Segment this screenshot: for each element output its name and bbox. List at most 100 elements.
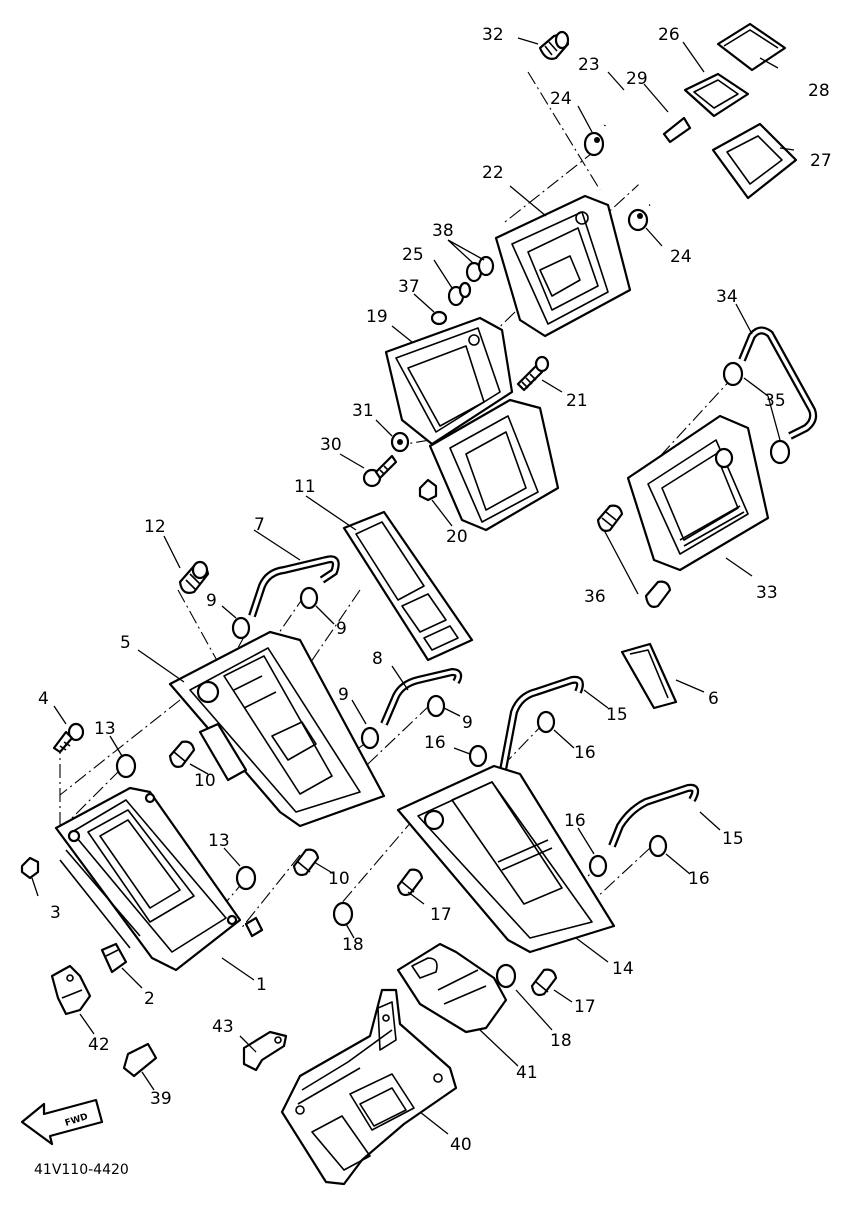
callout-15-bottom: 15 [722,829,744,849]
washer-37 [430,310,448,326]
lens-28 [716,22,787,72]
grommet-13-bottom [235,865,257,891]
bolt-4 [52,722,85,754]
socket-35-bottom [769,439,791,465]
cover-20-panel [428,398,560,532]
callout-10-top: 10 [194,771,216,791]
callout-14: 14 [612,959,634,979]
callout-17-right: 17 [574,997,596,1017]
callout-18-left: 18 [342,935,364,955]
wire-lead-8 [380,667,463,726]
callout-16-b: 16 [574,743,596,763]
socket-16-a [468,744,488,768]
callout-24-right: 24 [670,247,692,267]
wire-lead-7 [248,555,340,618]
bulb-25 [447,281,472,307]
callout-numbers: 32 23 24 26 28 29 27 22 24 38 25 37 19 2… [38,25,832,1155]
callout-21: 21 [566,391,588,411]
callout-1: 1 [256,975,267,995]
clip-43 [242,1030,288,1072]
socket-16-d [648,834,668,858]
bulb-36-top [596,504,624,532]
socket-24-top [583,131,605,157]
callout-9-a: 9 [206,591,217,611]
lens-frame-26 [683,72,750,118]
socket-9-b [299,586,319,610]
callout-3: 3 [50,903,61,923]
callout-6: 6 [708,689,719,709]
socket-9-c [360,726,380,750]
meter-cover-41 [396,942,508,1034]
callout-37: 37 [398,277,420,297]
callout-20: 20 [446,527,468,547]
meter-bracket-40 [280,988,458,1186]
lens-6 [620,642,678,710]
leader-36 [603,529,639,595]
callout-32: 32 [482,25,504,45]
meter-case-22 [494,194,632,338]
callout-40: 40 [450,1135,472,1155]
callout-15-top: 15 [606,705,628,725]
screw-30 [362,454,398,488]
bulb-36-bottom [644,580,672,608]
callout-24-top: 24 [550,89,572,109]
bulb-32 [538,30,570,60]
clip-2 [100,942,128,974]
wire-lead-23 [603,97,675,207]
fwd-arrow-icon: FWD [20,1098,104,1146]
washer-31 [390,431,410,453]
callout-26: 26 [658,25,680,45]
callout-4: 4 [38,689,49,709]
callout-31: 31 [352,401,374,421]
gasket-27 [711,122,798,200]
callout-25: 25 [402,245,424,265]
wire-lead-15-bottom [608,783,700,848]
o-ring-38 [465,255,495,283]
callout-5: 5 [120,633,131,653]
socket-24-right [627,208,649,232]
screw-21 [516,355,550,392]
callout-19: 19 [366,307,388,327]
callout-7: 7 [254,515,265,535]
callout-38: 38 [432,221,454,241]
bulb-17-left [396,868,424,897]
wire-lead-34 [738,326,818,440]
callout-23: 23 [578,55,600,75]
callout-12: 12 [144,517,166,537]
cover-panel-11 [342,510,474,662]
callout-30: 30 [320,435,342,455]
callout-9-d: 9 [462,713,473,733]
callout-leaders [31,37,795,1135]
socket-35-top [722,361,744,387]
callout-13-bottom: 13 [208,831,230,851]
socket-9-d [426,694,446,718]
callout-16-d: 16 [688,869,710,889]
callout-36: 36 [584,587,606,607]
callout-34: 34 [716,287,738,307]
clip-39 [122,1042,158,1078]
callout-13-top: 13 [94,719,116,739]
wire-lead-15-top [496,675,584,787]
bracket-42 [50,964,92,1016]
meter-case-33 [626,414,770,572]
meter-panel-19 [384,316,514,446]
callout-16-c: 16 [564,811,586,831]
callout-18-right: 18 [550,1031,572,1051]
callout-8: 8 [372,649,383,669]
grommet-13-top [115,753,137,779]
bulb-10-top [168,740,196,768]
meter-case-5 [168,630,386,828]
callout-9-c: 9 [338,685,349,705]
meter-bracket-1 [54,786,264,972]
nut-20 [418,478,438,502]
callout-11: 11 [294,477,316,497]
grommet-18-left [332,901,354,927]
callout-22: 22 [482,163,504,183]
bulb-12 [178,560,210,594]
callout-9-b: 9 [336,619,347,639]
grommet-18-right [495,963,517,989]
socket-9-a [231,616,251,640]
socket-16-b [536,710,556,734]
callout-39: 39 [150,1089,172,1109]
